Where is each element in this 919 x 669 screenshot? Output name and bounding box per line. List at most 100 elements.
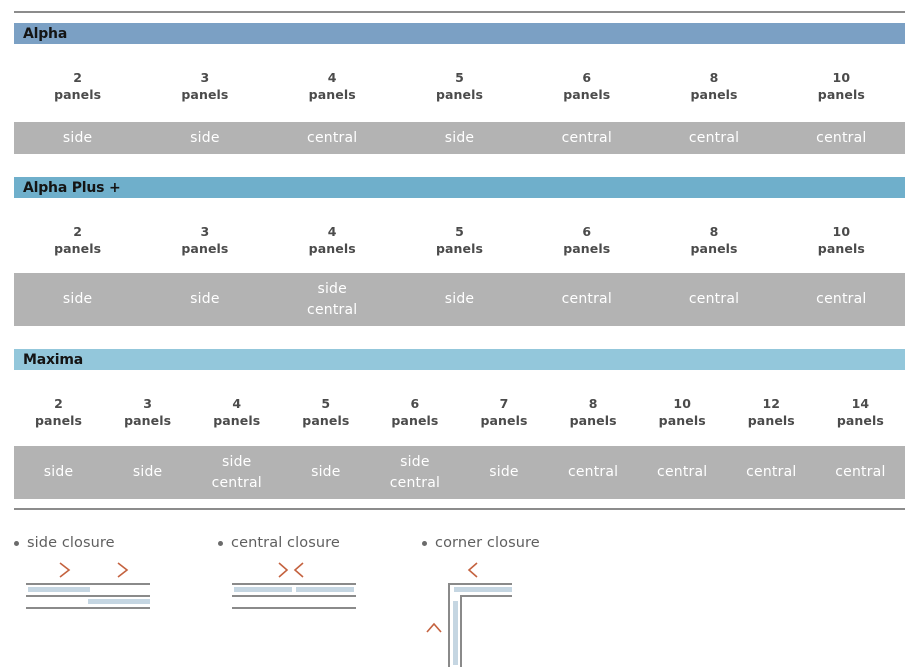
closure-value-line: side <box>62 291 93 307</box>
panel-count: 4 <box>327 70 337 85</box>
panel-unit-label: panels <box>480 413 528 428</box>
closure-value-cell: side <box>14 122 141 154</box>
legend: side closure central closure <box>0 535 919 669</box>
section-header-alpha: Alpha <box>14 23 905 44</box>
chevron-right-icon <box>59 562 71 578</box>
rail-line <box>26 583 150 585</box>
closure-value-line: central <box>389 474 441 491</box>
closure-value-cell: side <box>459 446 548 499</box>
closure-value-cell: side <box>103 446 192 499</box>
closure-value-line: central <box>561 291 612 307</box>
closure-value-cell: central <box>778 273 905 326</box>
chevron-right-icon <box>278 562 289 578</box>
closure-value-line: side <box>43 464 74 480</box>
panel-unit-label: panels <box>563 87 611 102</box>
panel-unit-label: panels <box>302 413 350 428</box>
bullet-icon <box>14 540 19 546</box>
panel-unit-label: panels <box>817 87 865 102</box>
panel-count: 4 <box>232 396 242 411</box>
closure-value-line: side <box>62 129 93 146</box>
panel-bar <box>234 587 292 592</box>
panel-count: 10 <box>673 396 691 411</box>
panel-count: 4 <box>327 224 337 239</box>
column-header: 2 panels <box>14 69 141 103</box>
panel-count: 2 <box>73 70 83 85</box>
closure-value-line: central <box>211 474 262 491</box>
closure-value-line: central <box>567 464 619 480</box>
chevron-left-icon <box>293 562 304 578</box>
column-header: 4 panels <box>192 395 281 429</box>
rail-line <box>232 595 356 597</box>
column-header: 3 panels <box>141 69 268 103</box>
panel-unit-label: panels <box>836 413 884 428</box>
closure-value-cell: central <box>816 446 905 499</box>
panel-count: 6 <box>582 224 592 239</box>
panel-bar-horizontal <box>454 587 512 592</box>
closure-value-line: side <box>489 464 519 480</box>
rail-line <box>232 607 356 609</box>
legend-item-central-closure: central closure <box>218 535 356 609</box>
chevron-up-icon <box>426 622 442 633</box>
section-header-alpha-plus: Alpha Plus + <box>14 177 905 198</box>
rail-line-horizontal <box>448 583 512 585</box>
panel-count: 10 <box>832 224 851 239</box>
column-header: 10 panels <box>638 395 727 429</box>
legend-text: side closure <box>27 535 115 551</box>
panel-count: 8 <box>709 224 719 239</box>
panel-count: 3 <box>200 70 210 85</box>
closure-value-cell: central <box>269 122 396 154</box>
top-divider <box>14 11 905 13</box>
closure-value-line: side <box>317 280 347 297</box>
legend-item-side-closure: side closure <box>14 535 150 609</box>
closure-value-cell: central <box>778 122 905 154</box>
panel-unit-label: panels <box>308 241 356 256</box>
panel-unit-label: panels <box>54 87 102 102</box>
closure-value-cell: side <box>14 273 141 326</box>
diagram-corner-closure <box>422 557 562 669</box>
closure-value-cell: central <box>523 122 650 154</box>
closure-value-cell: side <box>14 446 103 499</box>
closure-value-cell: side <box>396 122 523 154</box>
panel-count: 10 <box>832 70 851 85</box>
rail-line <box>26 607 150 609</box>
panel-count: 2 <box>73 224 83 239</box>
closure-value-line: central <box>657 464 708 480</box>
panel-unit-label: panels <box>658 413 706 428</box>
panel-count: 5 <box>321 396 331 411</box>
panel-unit-label: panels <box>181 87 229 102</box>
panel-unit-label: panels <box>213 413 261 428</box>
closure-value-line: side <box>132 464 163 480</box>
rail-line-vertical <box>460 595 462 667</box>
closure-value-cell: side <box>141 122 268 154</box>
panel-unit-label: panels <box>435 241 484 256</box>
closure-value-line: central <box>688 129 740 146</box>
section-header-maxima: Maxima <box>14 349 905 370</box>
panel-count: 12 <box>762 396 781 411</box>
rail-line-vertical <box>448 583 450 667</box>
panel-count: 5 <box>455 70 464 85</box>
closure-value-line: central <box>835 464 886 480</box>
panel-count: 5 <box>455 224 464 239</box>
legend-text: corner closure <box>435 535 540 551</box>
legend-label-corner-closure: corner closure <box>422 535 540 551</box>
legend-item-corner-closure: corner closure <box>422 535 540 667</box>
chevron-left-icon <box>467 562 478 578</box>
panel-unit-label: panels <box>124 413 172 428</box>
bullet-icon <box>218 540 223 546</box>
closure-value-line: side <box>190 291 220 307</box>
